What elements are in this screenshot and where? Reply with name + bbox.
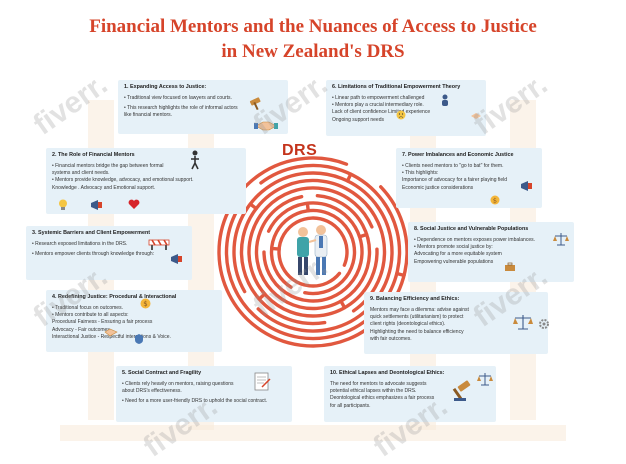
drs-label: DRS	[282, 142, 318, 159]
coin-icon: $	[140, 298, 151, 309]
megaphone-icon	[91, 200, 102, 210]
info-box-1: 1. Expanding Access to Justice: • Tradit…	[118, 80, 288, 134]
page-title-line1: Financial Mentors and the Nuances of Acc…	[89, 16, 537, 37]
svg-text:$: $	[143, 300, 147, 308]
box-10-line: for all participants.	[330, 402, 371, 409]
box-5-heading: 5. Social Contract and Fragility	[122, 370, 202, 376]
box-7-heading: 7. Power Imbalances and Economic Justice	[402, 152, 514, 158]
box-1-line: • This research highlights the role of i…	[124, 105, 238, 112]
svg-text:$: $	[493, 197, 497, 205]
box-5-line: • Need for a more user-friendly DRS to u…	[122, 398, 268, 405]
box-4-line: • Mentors contribute to all aspects:	[52, 312, 129, 319]
lightbulb-icon	[59, 199, 67, 210]
scales-icon	[553, 233, 569, 246]
shield-icon	[135, 334, 143, 344]
briefcase-icon	[505, 262, 515, 271]
box-3-heading: 3. Systemic Barriers and Client Empowerm…	[32, 230, 151, 236]
contract-document-icon	[254, 372, 271, 391]
box-1-line: like financial mentors.	[124, 112, 173, 119]
maze-ring	[239, 178, 387, 326]
box-6-line: • Linear path to empowerment challenged	[332, 94, 425, 101]
box-8-line: Advocating for a more equitable system	[414, 251, 502, 258]
box-9-line: Mentors may face a dilemma: advise again…	[370, 306, 469, 313]
box-6-line: Ongoing support needs	[332, 116, 384, 123]
box-2-line: Knowledge . Advocacy and Emotional suppo…	[52, 184, 156, 191]
walking-person-icon	[191, 150, 199, 170]
box-1-heading: 1. Expanding Access to Justice:	[124, 84, 207, 90]
maze-ring	[247, 186, 379, 318]
box-4-heading: 4. Redefining Justice: Procedural & Inte…	[52, 294, 177, 300]
box-9-line: quick settlements (utilitarianism) to pr…	[370, 314, 464, 321]
box-2-line: • Mentors provide knowledge, advocacy, a…	[52, 177, 194, 184]
hands-icon	[104, 328, 118, 337]
heart-icon	[128, 199, 140, 209]
box-2-heading: 2. The Role of Financial Mentors	[52, 152, 135, 158]
gavel-icon	[249, 97, 261, 110]
box-5-line: • Clients rely heavily on mentors, raisi…	[122, 380, 234, 387]
box-9-heading: 9. Balancing Efficiency and Ethics:	[370, 296, 460, 302]
hand-icon	[471, 113, 481, 119]
info-box-2: 2. The Role of Financial Mentors • Finan…	[46, 148, 246, 214]
box-10-heading: 10. Ethical Lapses and Deontological Eth…	[330, 370, 445, 376]
maze-ring	[277, 216, 349, 288]
barrier-icon	[148, 239, 170, 250]
box-4-line: • Traditional focus on outcomes.	[52, 304, 123, 311]
box-9-line: with fair outcomes.	[370, 335, 412, 342]
mentor-and-client-figures-icon	[297, 225, 328, 275]
scales-icon	[477, 373, 493, 386]
box-7-line: • Clients need mentors to "go to bat" fo…	[402, 162, 504, 169]
maze-ring	[254, 193, 372, 311]
maze-ring	[217, 156, 409, 348]
box-4-line: Interactional Justice - Respectful inter…	[52, 333, 171, 340]
coin-icon: $	[490, 195, 500, 205]
megaphone-icon	[521, 181, 532, 191]
box-4-line: Advocacy - Fair outcomes	[52, 326, 110, 333]
box-2-line: systems and client needs.	[52, 170, 110, 177]
box-9-line: client rights (deontological ethics).	[370, 321, 446, 328]
info-box-3: 3. Systemic Barriers and Client Empowerm…	[26, 226, 192, 280]
maze-ring	[269, 208, 357, 296]
info-box-4: 4. Redefining Justice: Procedural & Inte…	[46, 290, 222, 352]
box-3-line: • Research exposed limitations in the DR…	[32, 240, 128, 247]
maze-ring	[232, 171, 394, 333]
info-box-7: 7. Power Imbalances and Economic Justice…	[396, 148, 542, 208]
box-2-line: • Financial mentors bridge the gap betwe…	[52, 162, 164, 169]
handshake-icon	[254, 121, 278, 131]
box-10-line: potential ethical lapses within the DRS.	[330, 388, 417, 395]
box-6-heading: 6. Limitations of Traditional Empowermen…	[332, 84, 461, 90]
page-title-line2: in New Zealand's DRS	[221, 41, 405, 62]
info-box-8: 8. Social Justice and Vulnerable Populat…	[408, 222, 574, 282]
box-8-heading: 8. Social Justice and Vulnerable Populat…	[414, 226, 529, 232]
box-6-line: Lack of client confidence Limited experi…	[332, 109, 431, 116]
scales-icon	[513, 315, 533, 330]
box-10-line: The need for mentors to advocate suggest…	[330, 380, 427, 387]
box-3-line: • Mentors empower clients through knowle…	[32, 251, 155, 258]
megaphone-icon	[171, 254, 182, 264]
box-9-line: Highlighting the need to balance efficie…	[370, 328, 464, 335]
info-box-10: 10. Ethical Lapses and Deontological Eth…	[324, 366, 496, 422]
box-10-line: Deontological ethics emphasizes a fair p…	[330, 395, 435, 402]
box-1-line: • Traditional view focused on lawyers an…	[124, 94, 232, 101]
box-8-line: Empowering vulnerable populations	[414, 258, 494, 265]
background-base	[60, 425, 566, 441]
info-box-6: 6. Limitations of Traditional Empowermen…	[326, 80, 486, 136]
gear-icon	[539, 319, 549, 329]
box-4-line: Procedural Fairness - Ensuring a fair pr…	[52, 319, 153, 326]
box-8-line: • Mentors promote social justice by:	[414, 244, 493, 251]
box-7-line: Economic justice considerations	[402, 184, 474, 191]
box-7-line: Importance of advocacy for a fairer play…	[402, 177, 508, 184]
box-6-line: • Mentors play a crucial intermediary ro…	[332, 102, 424, 109]
maze-ring	[262, 201, 364, 303]
box-7-line: • This highlights:	[402, 170, 439, 177]
box-8-line: • Dependence on mentors exposes power im…	[414, 236, 535, 243]
worried-face-icon	[396, 110, 406, 120]
gavel-icon	[452, 380, 471, 401]
box-5-line: about DRS's effectiveness.	[122, 388, 182, 395]
person-icon	[442, 94, 448, 106]
